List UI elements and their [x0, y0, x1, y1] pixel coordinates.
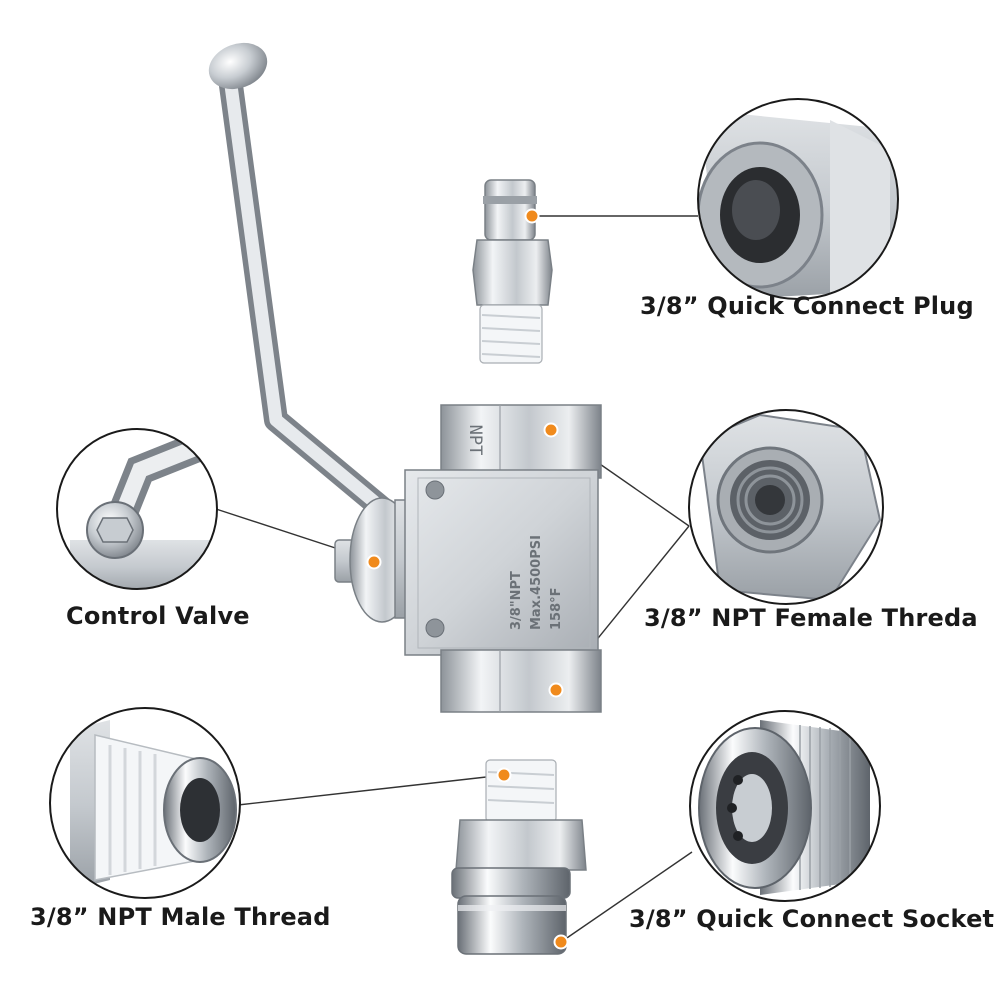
marker-control-valve: [366, 554, 382, 570]
body-engraving: 3/8"NPT Max.4500PSI 158°F: [509, 535, 564, 630]
label-control-valve: Control Valve: [66, 602, 250, 630]
label-quick-connect-socket: 3/8” Quick Connect Socket: [629, 905, 995, 933]
npt-engraving: NPT: [465, 425, 485, 456]
detail-quick-connect-plug: [697, 98, 899, 300]
label-npt-female-thread: 3/8” NPT Female Threda: [644, 604, 978, 632]
detail-control-valve: [56, 428, 218, 590]
engraving-line-1: 3/8"NPT: [509, 571, 524, 630]
marker-plug: [524, 208, 540, 224]
detail-quick-connect-socket: [689, 710, 881, 902]
marker-female-bottom: [548, 682, 564, 698]
detail-npt-male-thread: [49, 707, 241, 899]
lever-handle: [208, 42, 396, 522]
marker-male-thread: [496, 767, 512, 783]
quick-connect-socket-assembly: [451, 759, 587, 955]
markers: [366, 208, 569, 950]
engraving-line-3: 158°F: [549, 587, 564, 630]
label-quick-connect-plug: 3/8” Quick Connect Plug: [640, 292, 974, 320]
detail-npt-female-thread: [688, 409, 884, 605]
quick-connect-plug: [472, 179, 553, 364]
engraving-line-2: Max.4500PSI: [529, 535, 544, 630]
valve-body: NPT 3/8"NPT Max.4500PSI 158°F: [334, 404, 602, 713]
label-npt-male-thread: 3/8” NPT Male Thread: [30, 903, 331, 931]
marker-socket: [553, 934, 569, 950]
marker-female-top: [543, 422, 559, 438]
